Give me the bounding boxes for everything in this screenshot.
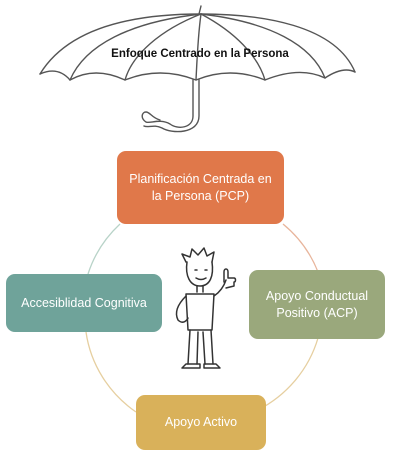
node-acp: Apoyo Conductual Positivo (ACP): [249, 270, 385, 339]
person-thumbs-up-icon: [175, 247, 237, 369]
node-apoyo-activo: Apoyo Activo: [136, 395, 266, 450]
node-accesibilidad-cognitiva: Accesiblidad Cognitiva: [6, 274, 162, 332]
node-pcp: Planificación Centrada en la Persona (PC…: [117, 151, 284, 224]
umbrella-icon: [39, 5, 356, 133]
umbrella-title: Enfoque Centrado en la Persona: [111, 48, 289, 60]
